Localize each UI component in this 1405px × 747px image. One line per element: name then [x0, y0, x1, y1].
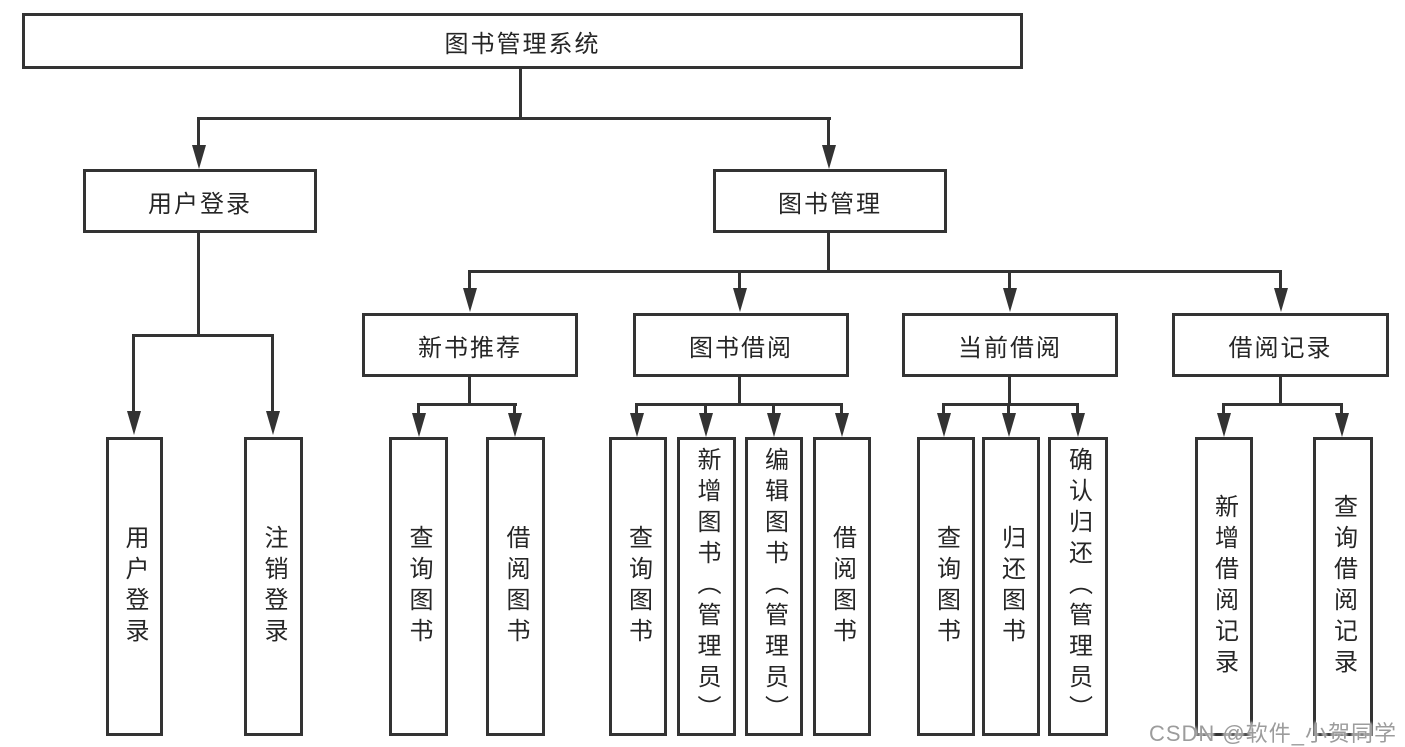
arrow-current-query [942, 403, 945, 413]
leaf-borrow-query-books: 查询图书 [609, 437, 667, 736]
arrow-to-new-book-recommend [468, 270, 471, 288]
node-book-management: 图书管理 [713, 169, 947, 233]
leaf-return-books: 归还图书 [982, 437, 1040, 736]
connector-current-hline [942, 403, 1079, 406]
arrow-borrow-borrow [840, 403, 843, 413]
arrow-to-book-management [827, 117, 830, 145]
leaf-confirm-return-admin: 确认归还（管理员） [1048, 437, 1108, 736]
node-user-login: 用户登录 [83, 169, 317, 233]
node-book-borrow: 图书借阅 [633, 313, 849, 377]
leaf-add-book-admin-label: 新增图书（管理员） [693, 447, 720, 726]
leaf-add-borrow-record-label: 新增借阅记录 [1210, 493, 1238, 680]
leaf-current-query-books-label: 查询图书 [932, 524, 960, 649]
arrow-to-borrow-record [1279, 270, 1282, 288]
leaf-add-book-admin: 新增图书（管理员） [677, 437, 736, 736]
leaf-add-borrow-record: 新增借阅记录 [1195, 437, 1253, 736]
connector-mgmt-hline [468, 270, 1282, 273]
connector-root-vline [519, 69, 522, 120]
leaf-user-login-label: 用户登录 [121, 524, 148, 649]
leaf-recommend-borrow-books-label: 借阅图书 [502, 524, 529, 649]
arrow-current-confirm [1076, 403, 1079, 413]
leaf-recommend-query-books: 查询图书 [389, 437, 448, 736]
node-library-system-label: 图书管理系统 [444, 30, 601, 58]
connector-recommend-vline [468, 377, 471, 406]
arrow-borrow-add [704, 403, 707, 413]
node-book-management-label: 图书管理 [778, 190, 882, 218]
connector-borrow-vline [738, 377, 741, 406]
node-current-borrow-label: 当前借阅 [958, 334, 1062, 362]
node-user-login-label: 用户登录 [148, 190, 252, 218]
node-new-book-recommend-label: 新书推荐 [418, 334, 522, 362]
leaf-edit-book-admin-label: 编辑图书（管理员） [760, 447, 788, 726]
leaf-recommend-borrow-books: 借阅图书 [486, 437, 545, 736]
arrow-to-leaf-logout [271, 334, 274, 411]
leaf-logout: 注销登录 [244, 437, 303, 736]
node-library-system: 图书管理系统 [22, 13, 1023, 69]
leaf-confirm-return-admin-label: 确认归还（管理员） [1064, 447, 1092, 726]
leaf-recommend-query-books-label: 查询图书 [405, 524, 432, 649]
connector-record-vline [1279, 377, 1282, 406]
arrow-to-leaf-user-login [132, 334, 135, 411]
leaf-return-books-label: 归还图书 [997, 524, 1025, 649]
arrow-recommend-query [417, 403, 420, 413]
leaf-current-query-books: 查询图书 [917, 437, 975, 736]
arrow-borrow-edit [772, 403, 775, 413]
node-borrow-record-label: 借阅记录 [1228, 334, 1333, 362]
connector-borrow-hline [635, 403, 843, 406]
node-current-borrow: 当前借阅 [902, 313, 1118, 377]
leaf-user-login: 用户登录 [106, 437, 163, 736]
node-book-borrow-label: 图书借阅 [689, 334, 793, 362]
leaf-borrow-books: 借阅图书 [813, 437, 871, 736]
arrow-current-return [1007, 403, 1010, 413]
connector-recommend-hline [417, 403, 517, 406]
leaf-edit-book-admin: 编辑图书（管理员） [745, 437, 803, 736]
node-borrow-record: 借阅记录 [1172, 313, 1389, 377]
leaf-borrow-books-label: 借阅图书 [828, 524, 856, 649]
connector-mgmt-vline [827, 233, 830, 273]
arrow-to-user-login [197, 117, 200, 145]
connector-root-hline [197, 117, 831, 120]
arrow-record-add [1222, 403, 1225, 413]
leaf-query-borrow-record-label: 查询借阅记录 [1329, 493, 1357, 680]
connector-login-vline [197, 233, 200, 337]
arrow-recommend-borrow [513, 403, 516, 413]
arrow-to-book-borrow [738, 270, 741, 288]
leaf-borrow-query-books-label: 查询图书 [624, 524, 652, 649]
leaf-query-borrow-record: 查询借阅记录 [1313, 437, 1373, 736]
arrow-borrow-query [635, 403, 638, 413]
node-new-book-recommend: 新书推荐 [362, 313, 578, 377]
leaf-logout-label: 注销登录 [260, 524, 287, 649]
arrow-record-query [1340, 403, 1343, 413]
connector-current-vline [1008, 377, 1011, 406]
connector-record-hline [1222, 403, 1343, 406]
connector-login-hline [132, 334, 274, 337]
arrow-to-current-borrow [1008, 270, 1011, 288]
csdn-watermark: CSDN @软件_小贺同学 [1148, 721, 1397, 746]
